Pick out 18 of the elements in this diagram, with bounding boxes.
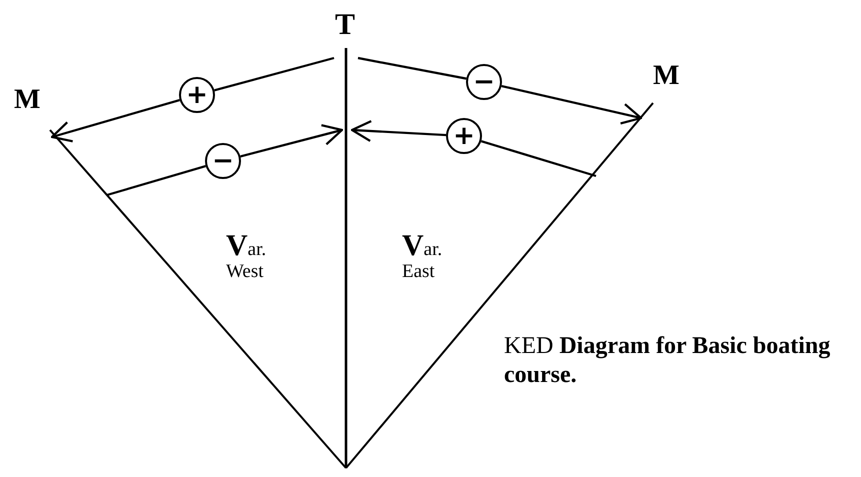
arrow — [350, 120, 446, 142]
caption: KED Diagram for Basic boating course. — [504, 332, 832, 390]
sign-circle — [446, 118, 482, 154]
direction-label: M — [14, 84, 40, 116]
sign-circle — [466, 64, 502, 100]
arrow — [240, 124, 344, 158]
sign-symbol: + — [186, 82, 208, 108]
sign-circle — [179, 77, 215, 113]
variation-label: Var. East — [402, 230, 444, 282]
variation-label: Var. West — [226, 230, 268, 282]
sign-circle — [205, 143, 241, 179]
sign-symbol: + — [453, 123, 475, 149]
direction-label: T — [335, 8, 356, 42]
arrow — [50, 98, 180, 142]
sign-symbol: − — [473, 69, 495, 95]
direction-label: M — [653, 60, 680, 92]
arrow — [501, 84, 642, 125]
sign-symbol: − — [212, 148, 234, 174]
